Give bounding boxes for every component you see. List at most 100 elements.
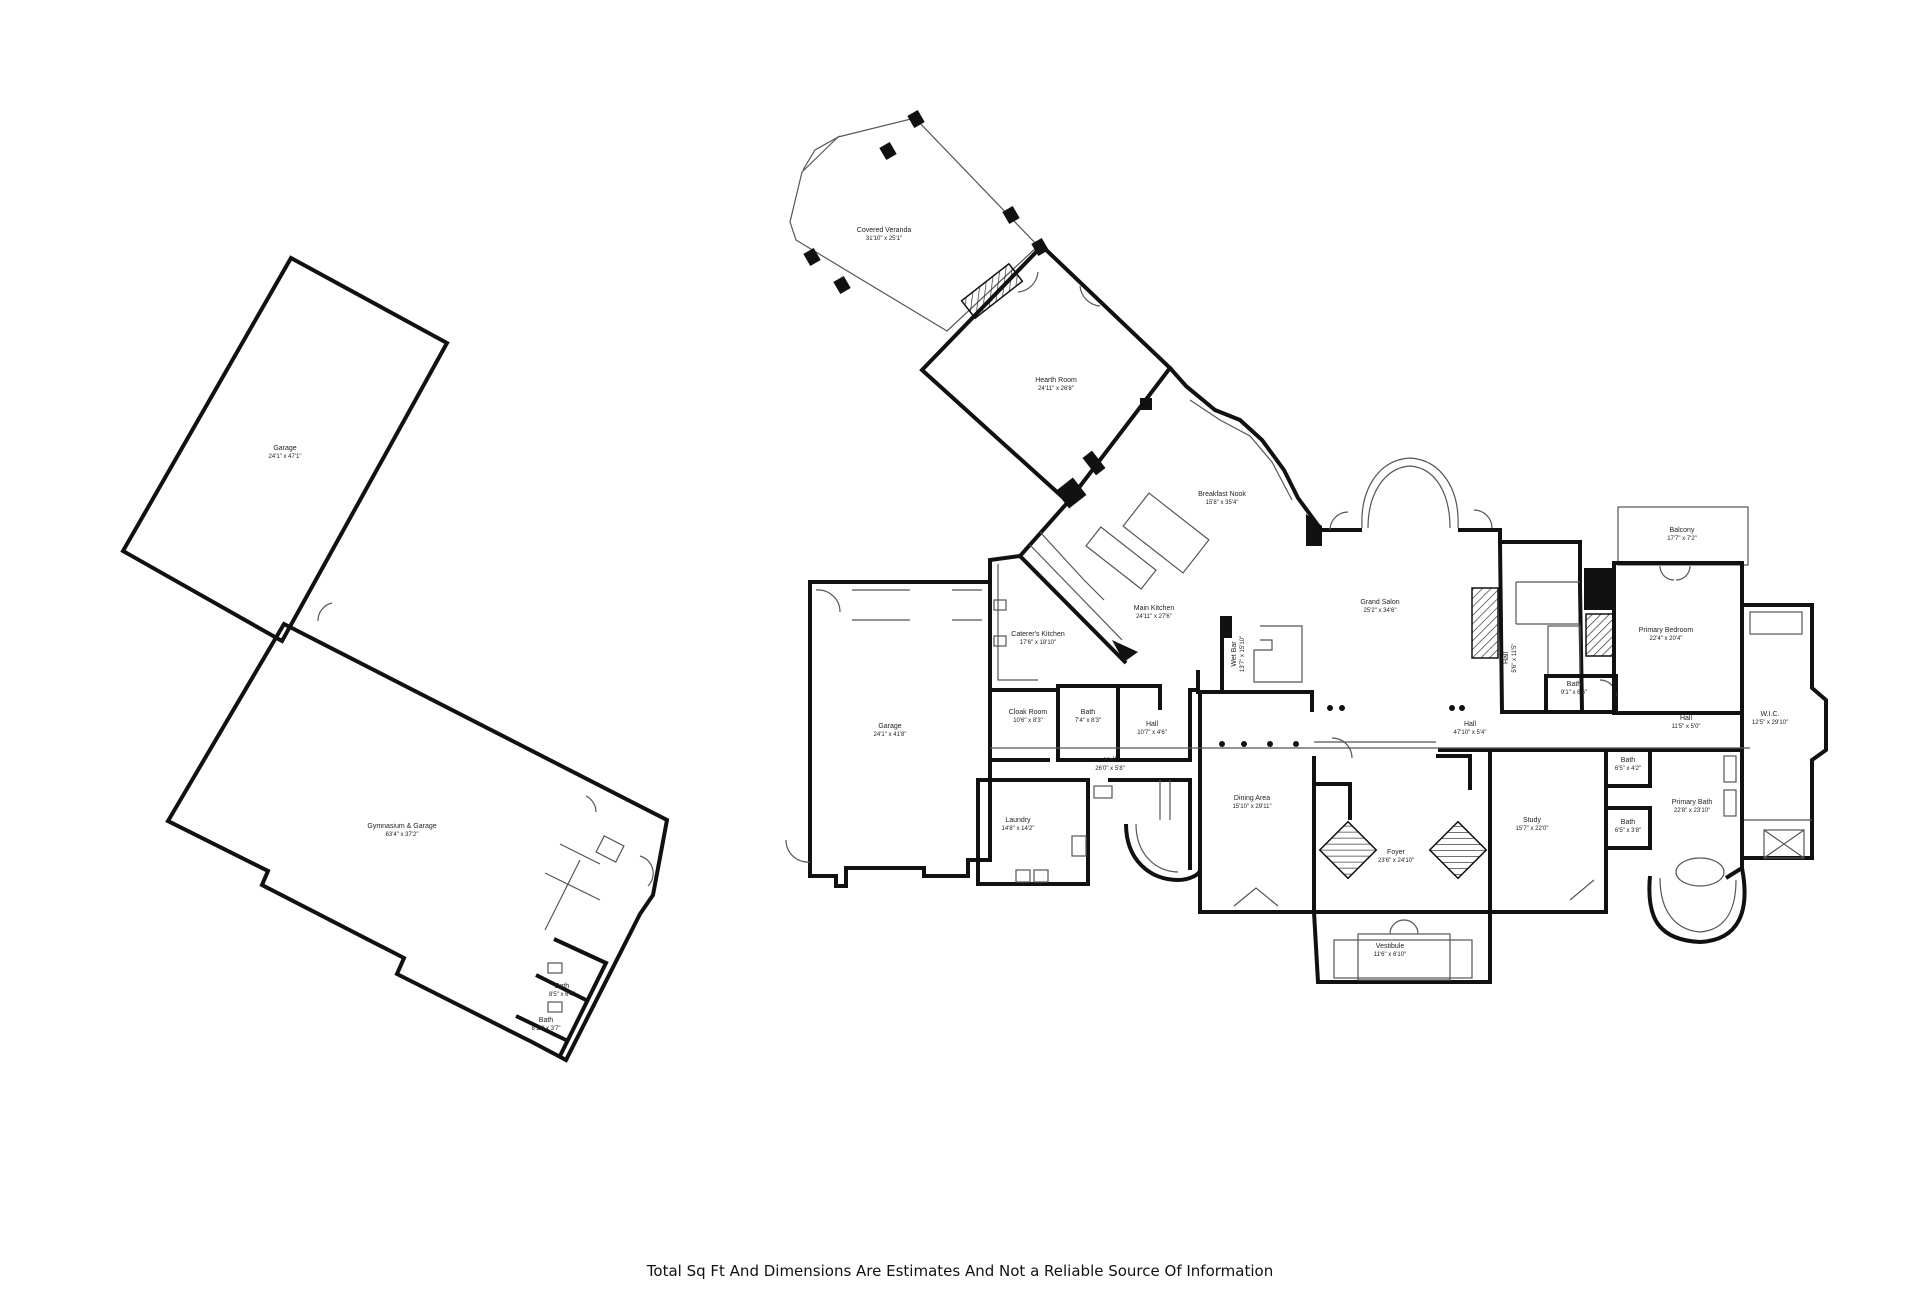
- room-dims: 15'7" x 22'0": [1516, 826, 1549, 832]
- room-label: Bath 9'1" x 6'6": [1561, 681, 1587, 696]
- room-dims: 24'1" x 41'8": [874, 732, 907, 738]
- room-label: Bath 8'11" x 3'7": [531, 1017, 560, 1032]
- room-label: Caterer's Kitchen 17'6" x 18'10": [1011, 631, 1065, 646]
- room-dims: 15'8" x 35'4": [1206, 500, 1239, 506]
- room-dims: 24'1" x 47'1": [269, 454, 302, 460]
- room-name: Caterer's Kitchen: [1011, 631, 1065, 638]
- left-building: [120, 255, 670, 1063]
- room-label: W.I.C. 12'5" x 29'10": [1752, 711, 1788, 726]
- room-name: Dining Area: [1234, 795, 1270, 802]
- room-label: Primary Bath 22'8" x 23'10": [1672, 799, 1713, 814]
- laundry-walls: [976, 778, 1090, 886]
- room-name: Wet Bar: [1231, 641, 1238, 667]
- room-labels: Garage 24'1" x 47'1" Gymnasium & Garage …: [269, 227, 1789, 1032]
- room-name: Primary Bath: [1672, 799, 1713, 806]
- room-dims: 9'1" x 6'6": [1561, 690, 1587, 696]
- room-dims: 47'10" x 5'4": [1454, 730, 1487, 736]
- room-dims: 63'4" x 37'2": [386, 832, 419, 838]
- room-label: Primary Bedroom 22'4" x 20'4": [1639, 627, 1694, 642]
- room-dims: 14'8" x 14'2": [1002, 826, 1035, 832]
- room-label: Main Kitchen 24'11" x 27'6": [1134, 605, 1175, 620]
- gym-garage-walls: [165, 621, 670, 1063]
- room-name: Laundry: [1005, 817, 1031, 824]
- room-dims: 17'7" x 7'2": [1667, 536, 1697, 542]
- room-label: Breakfast Nook 15'8" x 35'4": [1198, 491, 1246, 506]
- room-name: Primary Bedroom: [1639, 627, 1694, 634]
- room-label: Foyer 23'6" x 24'10": [1378, 849, 1414, 864]
- room-label: Hearth Room 24'11" x 26'8": [1035, 377, 1077, 392]
- room-name: Hall: [1680, 715, 1693, 722]
- room-dims: 11'5" x 5'0": [1671, 724, 1700, 730]
- room-name: Vestibule: [1376, 943, 1405, 950]
- room-name: Foyer: [1387, 849, 1406, 856]
- room-dims: 22'4" x 20'4": [1650, 636, 1683, 642]
- room-dims: 12'5" x 29'10": [1752, 720, 1788, 726]
- room-label: Hall 26'0" x 5'8": [1095, 757, 1125, 772]
- room-label: Hall 47'10" x 5'4": [1454, 721, 1487, 736]
- room-dims: 24'11" x 27'6": [1136, 614, 1172, 620]
- room-name: Bath: [1081, 709, 1096, 716]
- room-dims: 23'6" x 24'10": [1378, 858, 1414, 864]
- room-name: Hall: [1503, 652, 1510, 665]
- room-label: Vestibule 11'6" x 6'10": [1374, 943, 1406, 958]
- garage-main-walls: [808, 580, 992, 888]
- room-label: Garage 24'1" x 47'1": [269, 445, 302, 460]
- room-label: Balcony 17'7" x 7'2": [1667, 527, 1697, 542]
- room-name: Study: [1523, 817, 1541, 824]
- disclaimer-text: Total Sq Ft And Dimensions Are Estimates…: [646, 1262, 1274, 1280]
- right-building: [785, 109, 1828, 984]
- room-label: Garage 24'1" x 41'8": [874, 723, 907, 738]
- room-name: Balcony: [1670, 527, 1695, 534]
- covered-veranda-outline: [789, 117, 1039, 332]
- room-label: Hall 10'7" x 4'6": [1137, 721, 1167, 736]
- room-name: Garage: [878, 723, 901, 730]
- room-name: Bath: [1567, 681, 1582, 688]
- room-dims: 13'7" x 15'10": [1240, 636, 1246, 672]
- room-label: Hall 11'5" x 5'0": [1671, 715, 1700, 730]
- room-dims: 25'2" x 34'6": [1364, 608, 1397, 614]
- room-name: Hall: [1146, 721, 1159, 728]
- room-dims: 26'0" x 5'8": [1095, 766, 1125, 772]
- room-name: Hearth Room: [1035, 377, 1077, 384]
- room-dims: 5'6" x 11'5": [1512, 643, 1518, 672]
- room-dims: 24'11" x 26'8": [1038, 386, 1074, 392]
- room-label: Bath 8'5" x 6'4": [549, 983, 575, 998]
- room-dims: 7'4" x 8'3": [1075, 718, 1101, 724]
- room-dims: 6'5" x 4'2": [1615, 766, 1641, 772]
- room-name: Bath: [1621, 819, 1636, 826]
- room-name: Hall: [1104, 757, 1117, 764]
- room-label: Bath 6'5" x 4'2": [1615, 757, 1641, 772]
- room-label: Bath 6'5" x 3'8": [1615, 819, 1641, 834]
- room-dims: 22'8" x 23'10": [1674, 808, 1710, 814]
- room-dims: 31'10" x 25'1": [866, 236, 902, 242]
- room-name: Covered Veranda: [857, 227, 912, 234]
- bath-main-walls: [1056, 684, 1120, 762]
- room-label: Wet Bar 13'7" x 15'10": [1231, 636, 1246, 672]
- room-name: Breakfast Nook: [1198, 491, 1246, 498]
- hearth-room-walls: [919, 243, 1173, 505]
- room-dims: 8'11" x 3'7": [531, 1026, 560, 1032]
- room-label: Dining Area 15'10" x 29'11": [1232, 795, 1271, 810]
- room-name: Gymnasium & Garage: [367, 823, 436, 830]
- room-name: W.I.C.: [1760, 711, 1779, 718]
- room-label: Hall 5'6" x 11'5": [1503, 643, 1518, 672]
- room-dims: 8'5" x 6'4": [549, 992, 575, 998]
- bath-e1-walls: [1604, 748, 1652, 788]
- room-label: Grand Salon 25'2" x 34'6": [1360, 599, 1399, 614]
- room-name: Garage: [273, 445, 296, 452]
- room-dims: 6'5" x 3'8": [1615, 828, 1641, 834]
- room-label: Bath 7'4" x 8'3": [1075, 709, 1101, 724]
- room-name: Bath: [1621, 757, 1636, 764]
- room-dims: 10'7" x 4'6": [1137, 730, 1167, 736]
- room-label: Gymnasium & Garage 63'4" x 37'2": [367, 823, 436, 838]
- room-dims: 10'6" x 8'3": [1013, 718, 1043, 724]
- room-name: Main Kitchen: [1134, 605, 1175, 612]
- room-name: Hall: [1464, 721, 1477, 728]
- room-name: Grand Salon: [1360, 599, 1399, 606]
- room-dims: 17'6" x 18'10": [1020, 640, 1056, 646]
- room-label: Study 15'7" x 22'0": [1516, 817, 1549, 832]
- room-name: Cloak Room: [1009, 709, 1048, 716]
- room-label: Covered Veranda 31'10" x 25'1": [857, 227, 912, 242]
- bath-e2-walls: [1604, 806, 1652, 850]
